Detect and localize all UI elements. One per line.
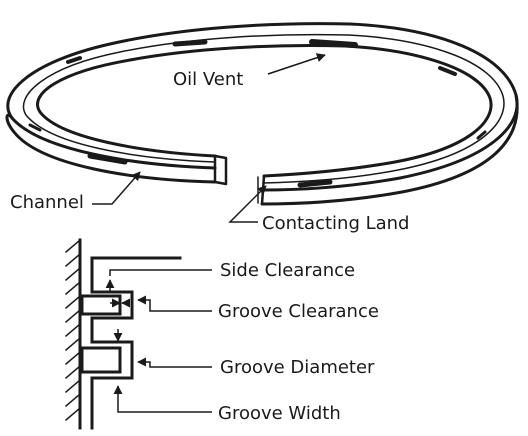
lower-ring-section [80,346,122,374]
contacting-land-label: Contacting Land [262,213,410,234]
channel-leader [92,171,141,205]
piston-ring [5,22,519,206]
lower-leaders [109,269,212,413]
side-clearance-label: Side Clearance [220,260,356,281]
oil-vent-leader [267,53,326,75]
upper-ring-section [80,294,122,316]
channel-label: Channel [10,192,84,213]
wall-hatching [64,238,82,422]
groove-width-label: Groove Width [218,403,341,424]
oil-vent-slots [28,39,487,188]
upper-leaders [92,53,326,223]
groove-diameter-label: Groove Diameter [220,357,375,378]
groove-width-leader [113,385,212,413]
groove-diameter-leader [137,357,212,368]
contacting-land-leader [228,185,267,223]
groove-clearance-leader [137,295,212,312]
side-clearance-leader [109,269,212,276]
oil-vent-label: Oil Vent [173,69,244,90]
groove-section [64,238,182,430]
piston-profile [90,256,182,430]
groove-clearance-label: Groove Clearance [218,301,379,322]
groove-dimension-arrows [105,279,131,342]
